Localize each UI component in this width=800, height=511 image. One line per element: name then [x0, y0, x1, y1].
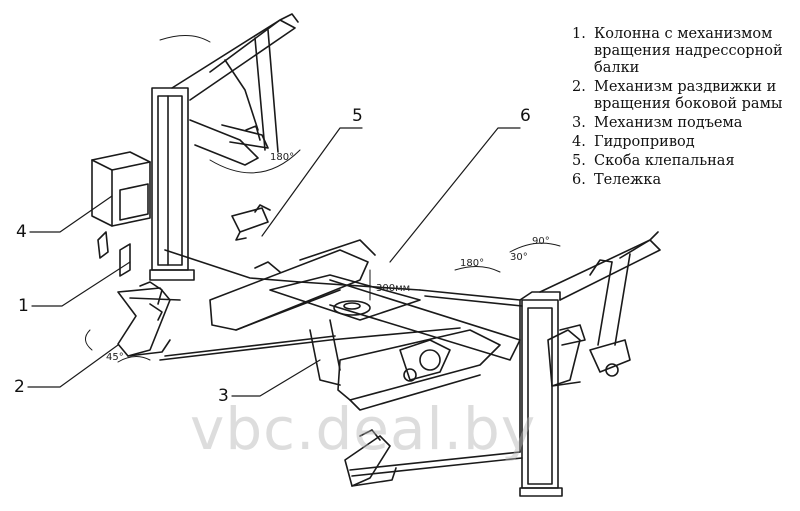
legend-text: Механизм подъема	[594, 115, 743, 131]
legend-text: Колонна с механизмом вращения надрессорн…	[594, 26, 783, 76]
legend-text: Тележка	[594, 172, 662, 188]
left-column	[149, 13, 301, 281]
left-jack	[117, 281, 171, 357]
watermark: vbc.deal.by	[190, 395, 537, 463]
callout-6: 6	[520, 106, 531, 126]
riveting-bracket	[231, 204, 271, 241]
legend-item: 1. Колонна с механизмом вращения надрессо…	[572, 26, 794, 77]
legend-number: 3.	[572, 115, 586, 131]
right-column	[519, 231, 661, 497]
angle-label: 180°	[270, 152, 295, 163]
callout-1: 1	[18, 296, 29, 316]
legend-text: Гидропривод	[594, 134, 695, 150]
dimension-arcs	[85, 242, 561, 363]
angle-label: 90°	[532, 236, 550, 247]
angle-label: 45°	[106, 352, 124, 363]
legend-text: Скоба клепальная	[594, 153, 735, 169]
legend-item: 4. Гидропривод	[572, 134, 794, 151]
leader-lines	[27, 127, 521, 397]
legend-item: 2. Механизм раздвижки и вращения боковой …	[572, 79, 794, 113]
legend-item: 3. Механизм подъема	[572, 115, 794, 132]
callout-5: 5	[352, 106, 363, 126]
legend-item: 6. Тележка	[572, 172, 794, 189]
legend-number: 1.	[572, 26, 586, 42]
bogie	[209, 239, 521, 411]
callout-2: 2	[14, 377, 25, 397]
legend-number: 2.	[572, 79, 586, 95]
legend-number: 4.	[572, 134, 586, 150]
angle-label: 30°	[510, 252, 528, 263]
legend-number: 5.	[572, 153, 586, 169]
hydraulic-unit	[91, 151, 151, 277]
legend-number: 6.	[572, 172, 586, 188]
legend-text: Механизм раздвижки и вращения боковой ра…	[594, 79, 783, 112]
height-dimension: 300мм	[376, 283, 411, 294]
callout-4: 4	[16, 222, 27, 242]
legend-item: 5. Скоба клепальная	[572, 153, 794, 170]
angle-label: 180°	[460, 258, 485, 269]
callout-3: 3	[218, 386, 229, 406]
legend: 1. Колонна с механизмом вращения надрессо…	[572, 26, 794, 191]
